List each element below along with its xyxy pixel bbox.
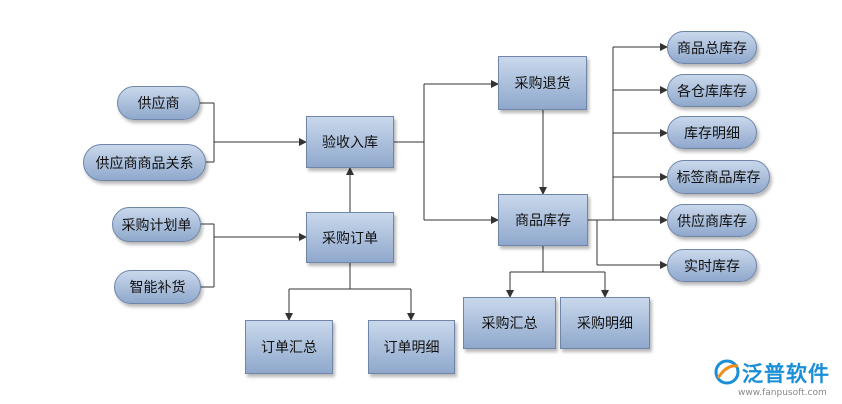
fanpu-logo-icon [714,359,740,385]
node-purchase-summary: 采购汇总 [463,297,556,349]
node-purchase-return: 采购退货 [498,56,587,110]
node-realtime-stock: 实时库存 [667,249,757,282]
logo-name: 泛普软件 [742,362,830,386]
node-product-stock: 商品库存 [498,194,588,246]
node-purchase-plan: 采购计划单 [112,207,201,242]
node-stock-detail: 库存明细 [667,116,757,149]
node-supplier: 供应商 [117,86,200,120]
node-smart-restock: 智能补货 [114,270,201,304]
node-purchase-detail: 采购明细 [560,297,650,349]
brand-logo: 泛普软件 www.fanpusoft.com [708,356,840,402]
node-total-stock: 商品总库存 [667,31,757,64]
node-supplier-product: 供应商商品关系 [83,144,206,181]
node-purchase-order: 采购订单 [306,212,394,263]
node-supplier-stock: 供应商库存 [667,204,757,237]
logo-url: www.fanpusoft.com [738,388,827,398]
node-tag-stock: 标签商品库存 [667,160,770,194]
node-order-detail: 订单明细 [368,320,455,374]
node-warehouse-stock: 各仓库库存 [667,74,757,107]
node-order-summary: 订单汇总 [245,320,333,374]
node-inspection-in: 验收入库 [306,116,394,168]
